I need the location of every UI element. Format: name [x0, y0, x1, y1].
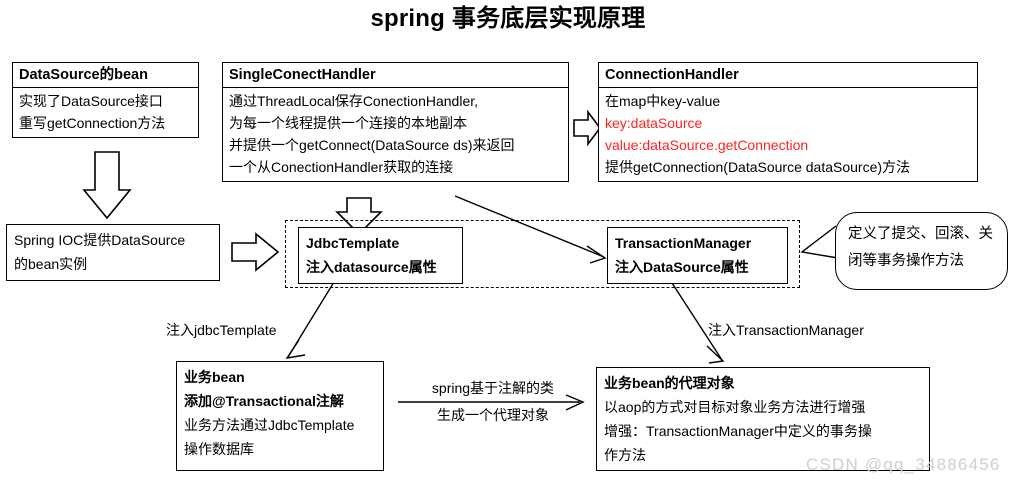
box-transaction-manager: TransactionManager 注入DataSource属性 [607, 227, 788, 284]
box-jdbc-template-line-2: 注入datasource属性 [306, 259, 437, 275]
box-datasource-bean-line-2: 重写getConnection方法 [19, 115, 166, 131]
box-datasource-bean-header: DataSource的bean [13, 63, 198, 88]
dashed-group-container [285, 220, 800, 288]
page-title: spring 事务底层实现原理 [370, 5, 646, 32]
box-single-conect-handler-body: 通过ThreadLocal保存ConectionHandler, 为每一个线程提… [223, 88, 568, 181]
box-spring-ioc: Spring IOC提供DataSource 的bean实例 [6, 224, 220, 281]
callout-line-2: 闭等事务操作方法 [848, 253, 964, 269]
box-business-bean: 业务bean 添加@Transactional注解 业务方法通过JdbcTemp… [176, 361, 384, 471]
label-proxy-generation-line1: spring基于注解的类 [431, 380, 555, 396]
box-business-bean-proxy-line-4: 作方法 [604, 447, 646, 463]
arrow-datasource-to-ioc [82, 151, 132, 220]
box-jdbc-template: JdbcTemplate 注入datasource属性 [298, 227, 463, 284]
box-transaction-manager-line-1: TransactionManager [615, 235, 752, 251]
arrow-single-to-connection [573, 109, 601, 147]
box-connection-handler-line-3: value:dataSource.getConnection [605, 137, 809, 153]
callout-leader [800, 225, 839, 259]
box-single-conect-handler-line-2: 为每一个线程提供一个连接的本地副本 [229, 115, 467, 131]
box-connection-handler-line-2: key:dataSource [605, 115, 703, 131]
csdn-watermark: CSDN @qq_34886456 [806, 455, 1001, 474]
box-single-conect-handler: SingleConectHandler 通过ThreadLocal保存Conec… [222, 62, 569, 182]
arrow-ioc-to-jdbctemplate [231, 232, 280, 272]
box-business-bean-line-1: 业务bean [184, 369, 245, 385]
box-business-bean-proxy-line-3: 增强：TransactionManager中定义的事务操 [604, 423, 872, 439]
box-single-conect-handler-line-4: 一个从ConectionHandler获取的连接 [229, 159, 454, 175]
arrow-jdbctemplate-to-businessbean [285, 281, 335, 359]
box-business-bean-line-2: 添加@Transactional注解 [184, 393, 344, 409]
box-connection-handler-line-1: 在map中key-value [605, 93, 721, 109]
callout-line-1: 定义了提交、回滚、关 [848, 226, 993, 242]
box-jdbc-template-line-1: JdbcTemplate [306, 235, 400, 251]
box-connection-handler-line-4: 提供getConnection(DataSource dataSource)方法 [605, 159, 911, 175]
box-business-bean-proxy: 业务bean的代理对象 以aop的方式对目标对象业务方法进行增强 增强：Tran… [596, 367, 930, 471]
box-datasource-bean: DataSource的bean 实现了DataSource接口 重写getCon… [12, 62, 199, 138]
callout-transaction-methods: 定义了提交、回滚、关 闭等事务操作方法 [835, 212, 1008, 290]
label-inject-jdbc-template: 注入jdbcTemplate [166, 322, 277, 338]
box-single-conect-handler-line-1: 通过ThreadLocal保存ConectionHandler, [229, 93, 479, 109]
box-spring-ioc-line-2: 的bean实例 [14, 256, 88, 272]
box-connection-handler: ConnectionHandler 在map中key-value key:dat… [598, 62, 978, 182]
box-connection-handler-body: 在map中key-value key:dataSource value:data… [599, 88, 977, 181]
box-connection-handler-header: ConnectionHandler [599, 63, 977, 88]
box-spring-ioc-line-1: Spring IOC提供DataSource [14, 232, 186, 248]
box-transaction-manager-line-2: 注入DataSource属性 [615, 259, 749, 275]
box-single-conect-handler-header: SingleConectHandler [223, 63, 568, 88]
box-business-bean-line-4: 操作数据库 [184, 441, 254, 457]
box-business-bean-proxy-line-2: 以aop的方式对目标对象业务方法进行增强 [604, 399, 866, 415]
label-proxy-generation-line2: 生成一个代理对象 [437, 407, 549, 423]
label-inject-transaction-manager: 注入TransactionManager [708, 322, 864, 338]
box-business-bean-proxy-line-1: 业务bean的代理对象 [604, 375, 735, 391]
box-business-bean-line-3: 业务方法通过JdbcTemplate [184, 417, 355, 433]
box-datasource-bean-line-1: 实现了DataSource接口 [19, 93, 163, 109]
box-single-conect-handler-line-3: 并提供一个getConnect(DataSource ds)来返回 [229, 137, 515, 153]
box-datasource-bean-body: 实现了DataSource接口 重写getConnection方法 [13, 88, 198, 137]
